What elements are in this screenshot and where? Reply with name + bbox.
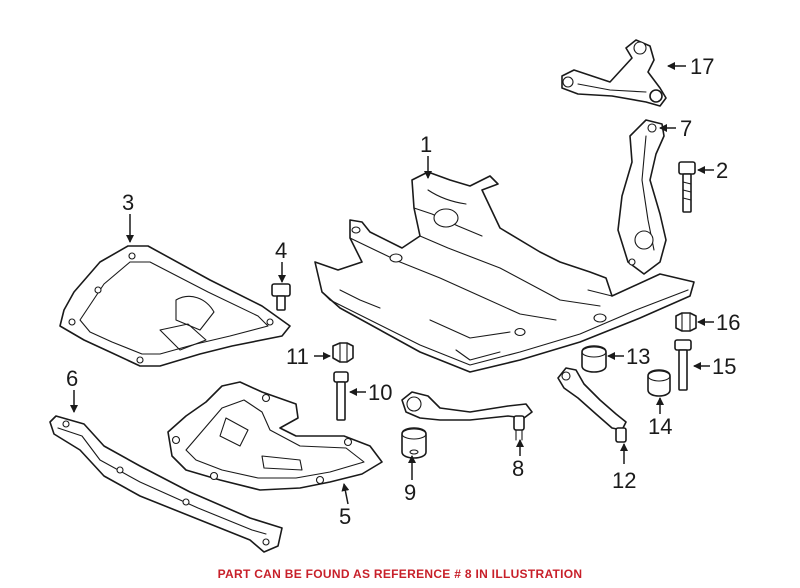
callout-14: 14 xyxy=(648,414,672,439)
callout-labels: 1 2 3 4 5 6 7 8 9 10 11 12 13 14 15 16 1… xyxy=(66,54,740,529)
callout-5: 5 xyxy=(339,504,351,529)
callout-13: 13 xyxy=(626,344,650,369)
tension-strut-part[interactable] xyxy=(557,367,627,443)
callout-7: 7 xyxy=(680,116,692,141)
bushing-part[interactable] xyxy=(581,345,607,373)
callout-15: 15 xyxy=(712,354,736,379)
callout-16: 16 xyxy=(716,310,740,335)
callout-1: 1 xyxy=(420,132,432,157)
bolt-part[interactable] xyxy=(333,371,349,421)
footer-note: PART CAN BE FOUND AS REFERENCE # 8 IN IL… xyxy=(217,567,583,581)
bushing-part[interactable] xyxy=(647,369,671,397)
callout-11: 11 xyxy=(286,344,309,369)
callout-12: 12 xyxy=(612,468,636,493)
steering-knuckle-part[interactable] xyxy=(617,119,667,275)
bushing-part[interactable] xyxy=(401,427,427,459)
subframe-part[interactable] xyxy=(314,171,695,373)
callout-9: 9 xyxy=(404,480,416,505)
callout-2: 2 xyxy=(716,158,728,183)
nut-part[interactable] xyxy=(675,312,697,332)
callout-17: 17 xyxy=(690,54,714,79)
bolt-part[interactable] xyxy=(678,161,696,213)
underbody-shield-part[interactable] xyxy=(167,381,383,491)
callout-3: 3 xyxy=(122,190,134,215)
callout-8: 8 xyxy=(512,456,524,481)
nut-part[interactable] xyxy=(332,342,354,363)
bolt-part[interactable] xyxy=(674,339,692,391)
lower-control-arm-part[interactable] xyxy=(401,391,533,441)
splash-shield-part[interactable] xyxy=(59,245,291,367)
callout-4: 4 xyxy=(275,238,287,263)
bolt-part[interactable] xyxy=(271,283,291,311)
callout-6: 6 xyxy=(66,366,78,391)
upper-control-arm-part[interactable] xyxy=(561,39,667,107)
brace-part[interactable] xyxy=(49,415,283,553)
callout-10: 10 xyxy=(368,380,392,405)
leader-line-5 xyxy=(341,483,350,505)
leader-lines xyxy=(70,62,714,505)
